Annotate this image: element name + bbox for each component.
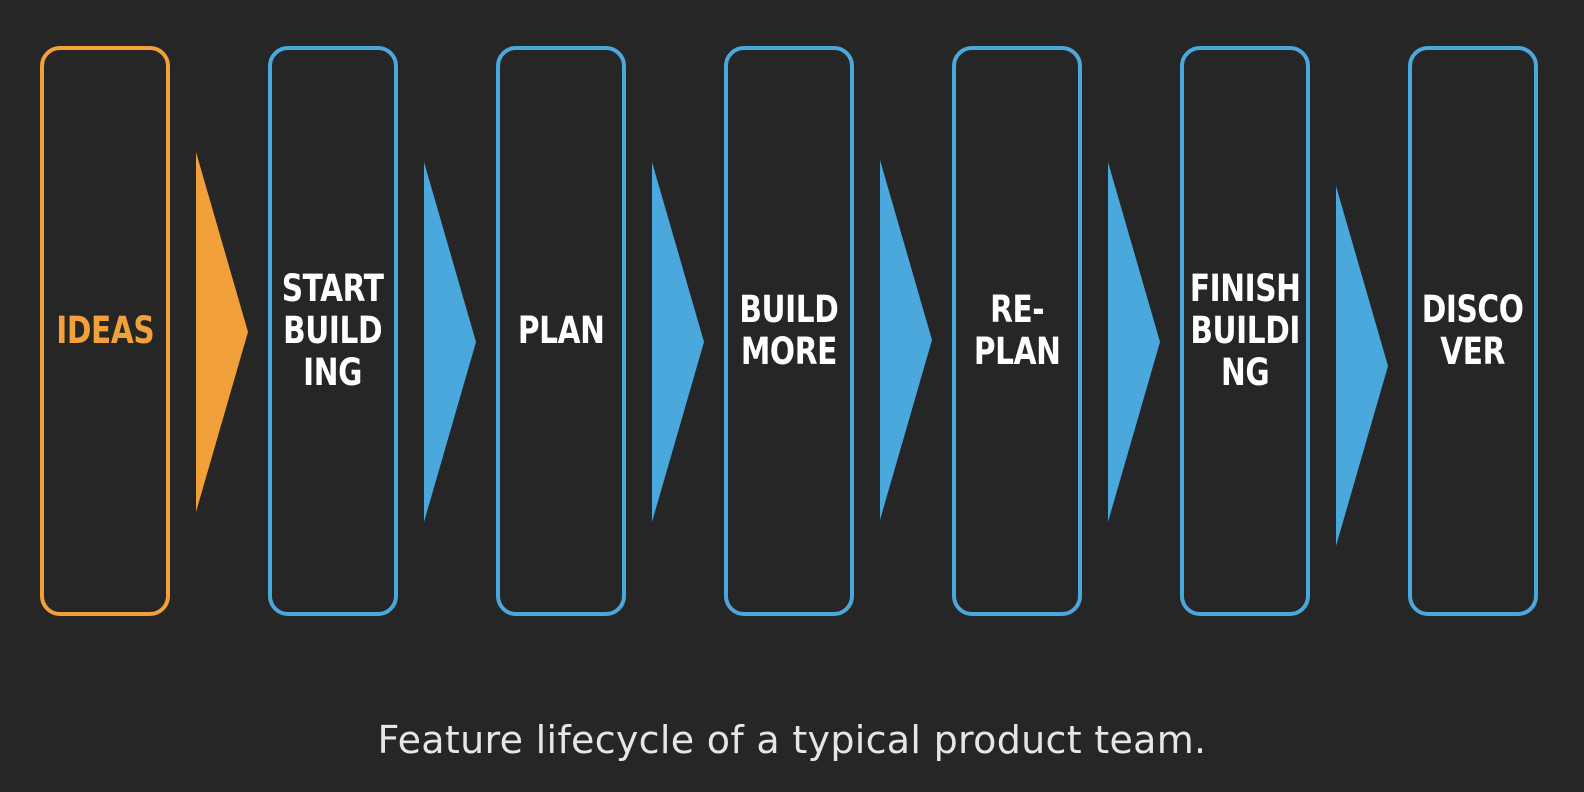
- stage-finish-building: FINISH BUILDI NG: [1180, 46, 1310, 616]
- arrow-shape: [1336, 186, 1388, 546]
- stage-build-more: BUILD MORE: [724, 46, 854, 616]
- lifecycle-flow: IDEAS START BUILD ING PLAN BUILD MORE RE- PL…: [40, 46, 1538, 616]
- stage-ideas: IDEAS: [40, 46, 170, 616]
- flow-arrow-icon: [196, 152, 248, 512]
- arrow-shape: [880, 160, 932, 520]
- flow-arrow-icon: [1336, 186, 1388, 546]
- stage-plan: PLAN: [496, 46, 626, 616]
- arrow-shape: [652, 162, 704, 522]
- flow-arrow-icon: [1108, 162, 1160, 522]
- flow-arrow-icon: [880, 160, 932, 520]
- flow-arrow-icon: [652, 162, 704, 522]
- stage-re-plan: RE- PLAN: [952, 46, 1082, 616]
- stage-discover: DISCO VER: [1408, 46, 1538, 616]
- stage-label-discover: DISCO VER: [1422, 287, 1524, 373]
- arrow-shape: [424, 162, 476, 522]
- stage-label-re-plan: RE- PLAN: [973, 287, 1061, 373]
- stage-label-start-building: START BUILD ING: [282, 266, 384, 395]
- caption: Feature lifecycle of a typical product t…: [377, 718, 1207, 762]
- flow-arrow-icon: [424, 162, 476, 522]
- arrow-shape: [196, 152, 248, 512]
- arrow-shape: [1108, 162, 1160, 522]
- stage-label-finish-building: FINISH BUILDI NG: [1189, 266, 1301, 395]
- stage-label-build-more: BUILD MORE: [739, 287, 839, 373]
- stage-start-building: START BUILD ING: [268, 46, 398, 616]
- stage-label-plan: PLAN: [517, 308, 605, 352]
- stage-label-ideas: IDEAS: [55, 308, 155, 352]
